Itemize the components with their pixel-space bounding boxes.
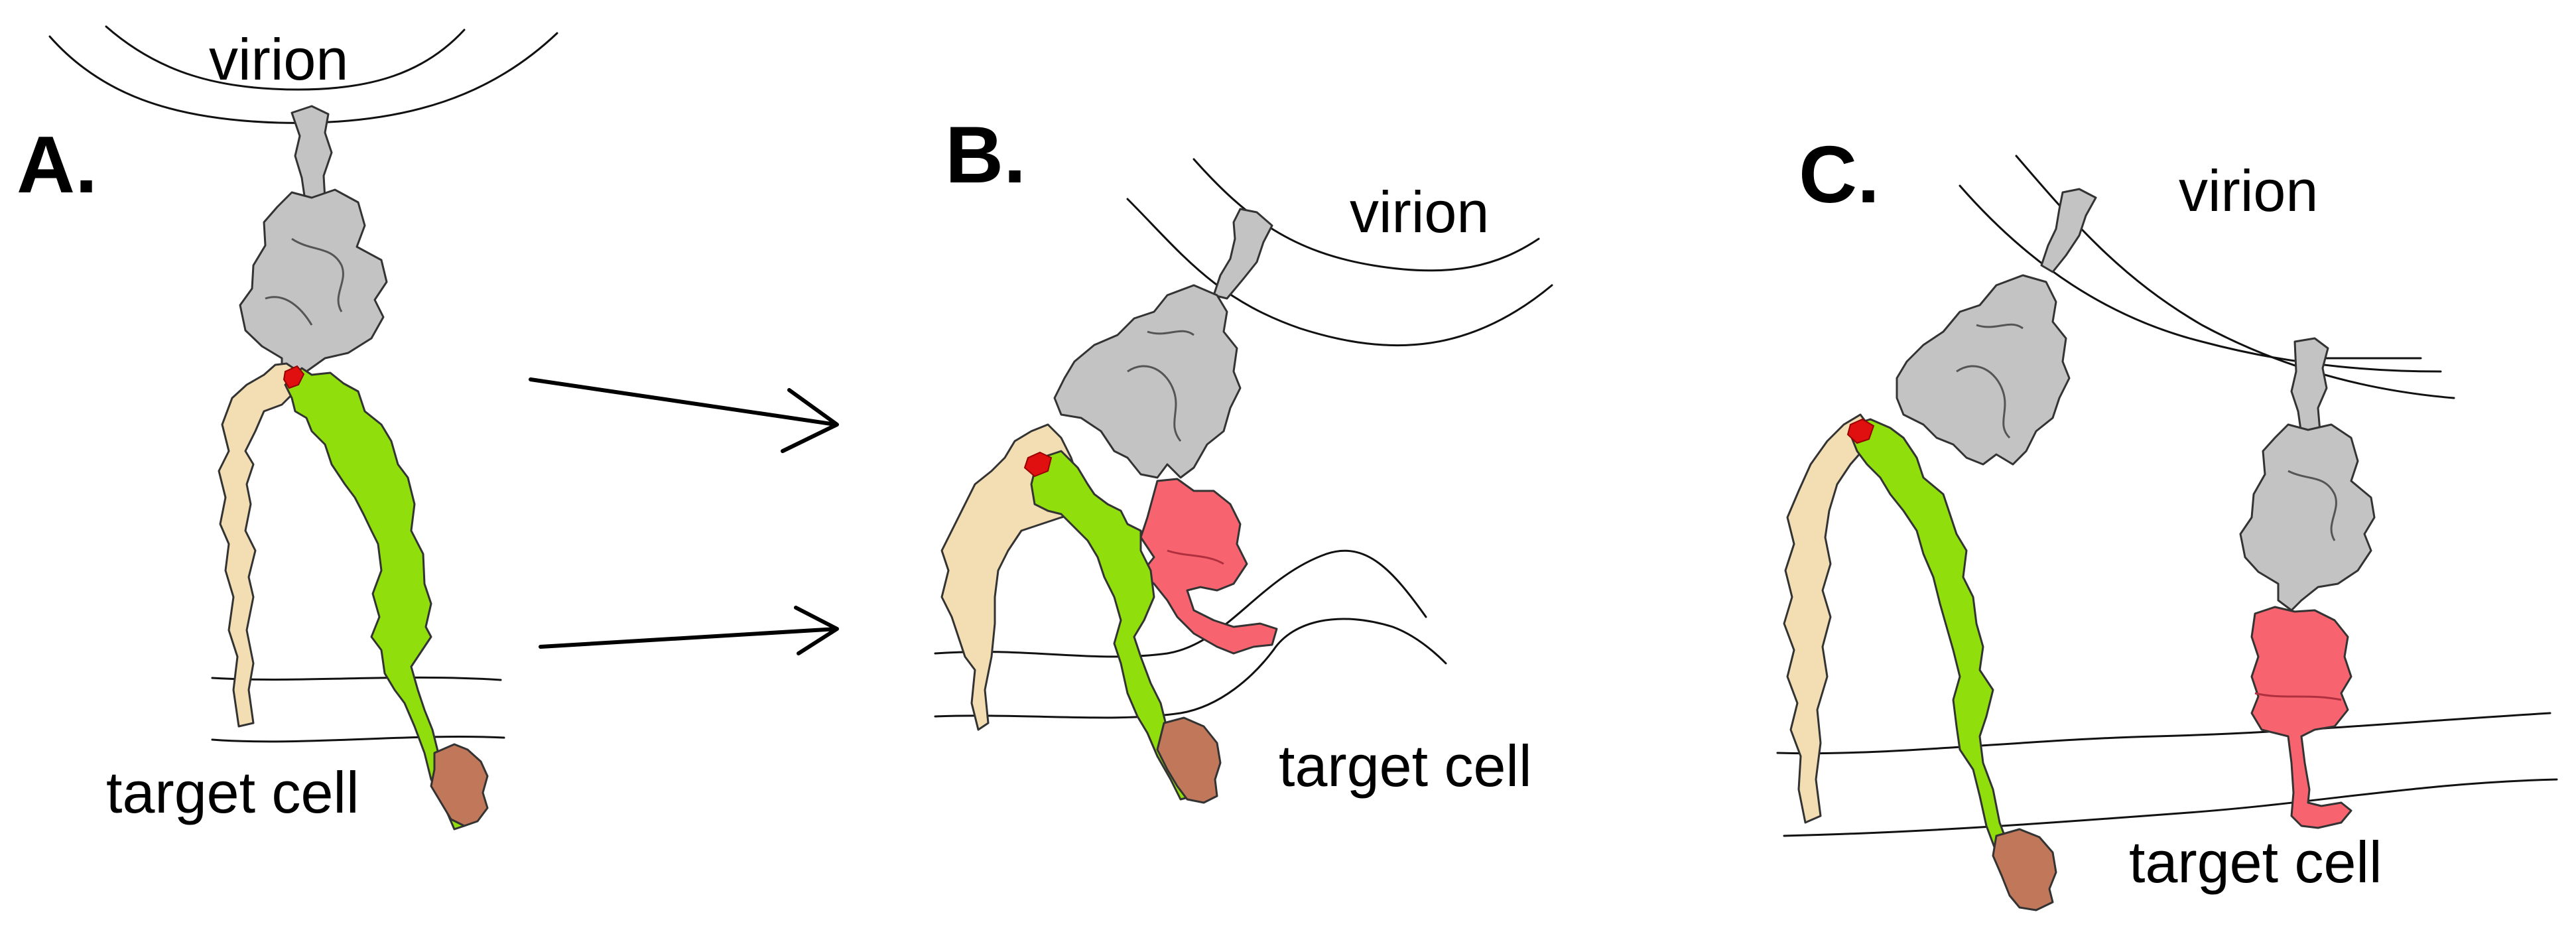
panel-c-brown-receptor	[1992, 828, 2057, 911]
panel-c-green-receptor	[1850, 418, 2028, 900]
panel-b-virion-membrane	[1126, 158, 1553, 347]
panel-b-target-cell-membrane	[934, 549, 1447, 719]
panel-b: B. virion target cell	[934, 109, 1553, 804]
panel-c-target-cell-label: target cell	[2129, 829, 2382, 895]
panel-a-viral-glycoprotein	[239, 105, 388, 386]
panel-b-contact-site	[1023, 451, 1053, 478]
upper-arrow	[529, 377, 839, 453]
panel-b-glycoprotein-head	[1053, 284, 1242, 479]
panel-b-viral-glycoprotein	[1053, 208, 1273, 479]
panel-c-right-glycoprotein-head	[2239, 423, 2376, 612]
panel-a-glycoprotein-stalk	[290, 105, 333, 202]
panel-b-glycoprotein-stalk	[1212, 208, 1273, 300]
transition-arrows	[529, 377, 839, 655]
panel-c-right-glycoprotein-stalk	[2290, 337, 2329, 436]
panel-a-beige-receptor	[218, 362, 300, 728]
panel-c-label: C.	[1799, 129, 1880, 220]
panel-a-virion-label: virion	[209, 27, 348, 92]
panel-a: A. virion target cell	[17, 25, 558, 831]
panel-a-target-cell-label: target cell	[106, 760, 359, 825]
panel-b-brown-receptor	[1156, 716, 1222, 804]
panel-c-virion-label: virion	[2179, 158, 2318, 224]
panel-c-left-viral-glycoprotein	[1896, 188, 2097, 466]
panel-c-target-cell-membrane	[1776, 712, 2558, 837]
panel-a-green-receptor	[284, 367, 466, 831]
panel-a-target-cell-membrane	[211, 676, 505, 743]
panel-c-beige-receptor	[1783, 413, 1872, 824]
panel-b-label: B.	[945, 109, 1026, 200]
panel-c-right-viral-glycoprotein	[2239, 337, 2376, 612]
panel-b-virion-label: virion	[1350, 179, 1489, 245]
panel-a-glycoprotein-head	[239, 188, 388, 386]
panel-a-contact-site	[283, 365, 305, 389]
lower-arrow	[539, 606, 839, 655]
panel-a-virion-membrane	[48, 25, 558, 124]
panel-c-left-glycoprotein-stalk	[2040, 188, 2097, 273]
panel-b-pink-receptor	[1139, 478, 1278, 655]
panel-a-label: A.	[17, 119, 97, 210]
panel-c-left-glycoprotein-head	[1896, 274, 2071, 466]
panel-b-target-cell-label: target cell	[1279, 733, 1532, 799]
panel-c-pink-receptor	[2250, 606, 2352, 829]
panel-c: C. virion	[1776, 129, 2558, 911]
panel-a-brown-receptor	[430, 743, 489, 827]
panel-c-contact-site	[1846, 418, 1875, 444]
